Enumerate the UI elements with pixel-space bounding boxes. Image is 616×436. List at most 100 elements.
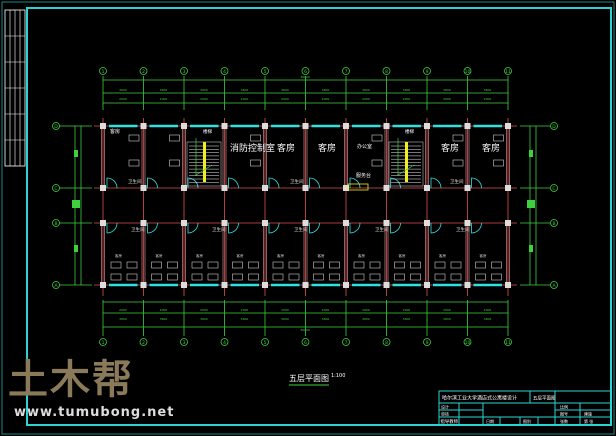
axis-label: 4	[223, 340, 226, 346]
column	[383, 185, 390, 191]
dimension-text: 2000	[119, 97, 127, 101]
stair-handrail	[405, 142, 408, 182]
bed	[167, 273, 178, 281]
bed	[371, 159, 383, 167]
column	[464, 220, 471, 226]
door	[106, 222, 118, 234]
axis-bubble	[52, 219, 60, 227]
bed	[207, 273, 219, 281]
bed	[272, 261, 284, 269]
dimension-mark	[527, 200, 531, 208]
drawing-title: 五层平面图	[289, 374, 329, 383]
door	[471, 222, 482, 234]
guest-room-label-small: 客房	[237, 253, 244, 258]
dimension-text: 3600	[362, 88, 370, 92]
axis-bubble	[463, 67, 472, 75]
bed	[272, 273, 284, 281]
dimension-text: 3600	[322, 317, 330, 321]
watermark-url: www.tumubong.net	[14, 405, 175, 420]
dimension-text: 3600	[281, 88, 289, 92]
dimension-text: 3600	[119, 317, 127, 321]
axis-label: 2	[142, 340, 145, 346]
column	[262, 282, 268, 288]
dimension-text: 3600	[241, 88, 249, 92]
column	[505, 123, 511, 129]
dimension-mark	[529, 245, 533, 252]
guest-room-label-small: 客房	[277, 253, 285, 258]
bed	[250, 134, 261, 142]
guest-room-label-small: 客房	[358, 253, 366, 258]
column	[262, 220, 268, 226]
axis-bubble	[550, 184, 558, 192]
bed	[452, 159, 464, 167]
axis-label: 5	[264, 69, 267, 75]
dimension-text: 2000	[160, 97, 168, 101]
axis-label: 6	[304, 69, 307, 75]
total-dimension: 36000	[300, 75, 310, 79]
guest-room-label-small: 客房	[480, 253, 488, 258]
dimension-text: 2000	[200, 97, 208, 101]
column	[140, 220, 147, 226]
tb-row-design: 设计	[441, 404, 449, 410]
axis-label: C	[54, 186, 57, 192]
bed	[191, 273, 203, 281]
floor-plan	[94, 118, 517, 296]
bed	[491, 261, 502, 269]
bed	[493, 134, 504, 142]
dimension-text: 2000	[443, 97, 451, 101]
bed	[493, 159, 504, 167]
axis-label: 6	[304, 340, 307, 346]
door	[228, 177, 239, 189]
column	[383, 123, 390, 129]
dimension-text: 2000	[484, 97, 492, 101]
bed	[369, 261, 381, 269]
door	[147, 222, 158, 234]
column	[505, 185, 511, 191]
column	[383, 282, 390, 288]
axis-bubble	[180, 67, 188, 75]
bed	[313, 273, 324, 281]
dimension-text: 3600	[403, 317, 411, 321]
stair-handrail	[203, 142, 206, 182]
dimension-text: 2000	[484, 308, 492, 312]
column	[505, 282, 511, 288]
bed	[410, 273, 421, 281]
axis-label: C	[552, 186, 555, 192]
bed	[151, 273, 162, 281]
toilet-label: 卫生间	[294, 226, 308, 233]
bed	[410, 261, 421, 269]
bed	[207, 261, 219, 269]
door	[228, 222, 239, 234]
door	[106, 177, 118, 189]
guest-room-label-small: 客房	[196, 253, 203, 258]
bed	[475, 273, 486, 281]
column	[100, 185, 106, 191]
bed	[110, 273, 122, 281]
dimension-text: 2000	[241, 308, 249, 312]
axis-label: B	[552, 221, 555, 227]
axis-bubble	[52, 184, 60, 192]
bed	[169, 134, 180, 142]
column	[140, 282, 147, 288]
dimension-text: 3600	[160, 317, 168, 321]
stair-arrow	[195, 138, 213, 176]
dimension-text: 3600	[484, 317, 492, 321]
bed	[491, 273, 502, 281]
bed	[329, 261, 340, 269]
bed	[232, 273, 243, 281]
dimension-mark	[529, 150, 533, 157]
column	[140, 185, 147, 191]
bed	[167, 261, 178, 269]
room-label: 客房	[441, 142, 459, 154]
axis-bubble	[550, 122, 558, 130]
dimension-text: 2000	[443, 308, 451, 312]
tb-project: 哈尔滨工业大学酒店式公寓楼设计	[442, 395, 517, 402]
axis-bubble	[504, 67, 512, 75]
axis-bubble	[180, 338, 188, 346]
door	[268, 222, 280, 234]
axis-label: 10	[465, 69, 471, 75]
room-label: 客房	[482, 142, 500, 154]
axis-bubble	[342, 338, 350, 346]
tb-drawing-name: 五层平面图	[533, 396, 556, 402]
